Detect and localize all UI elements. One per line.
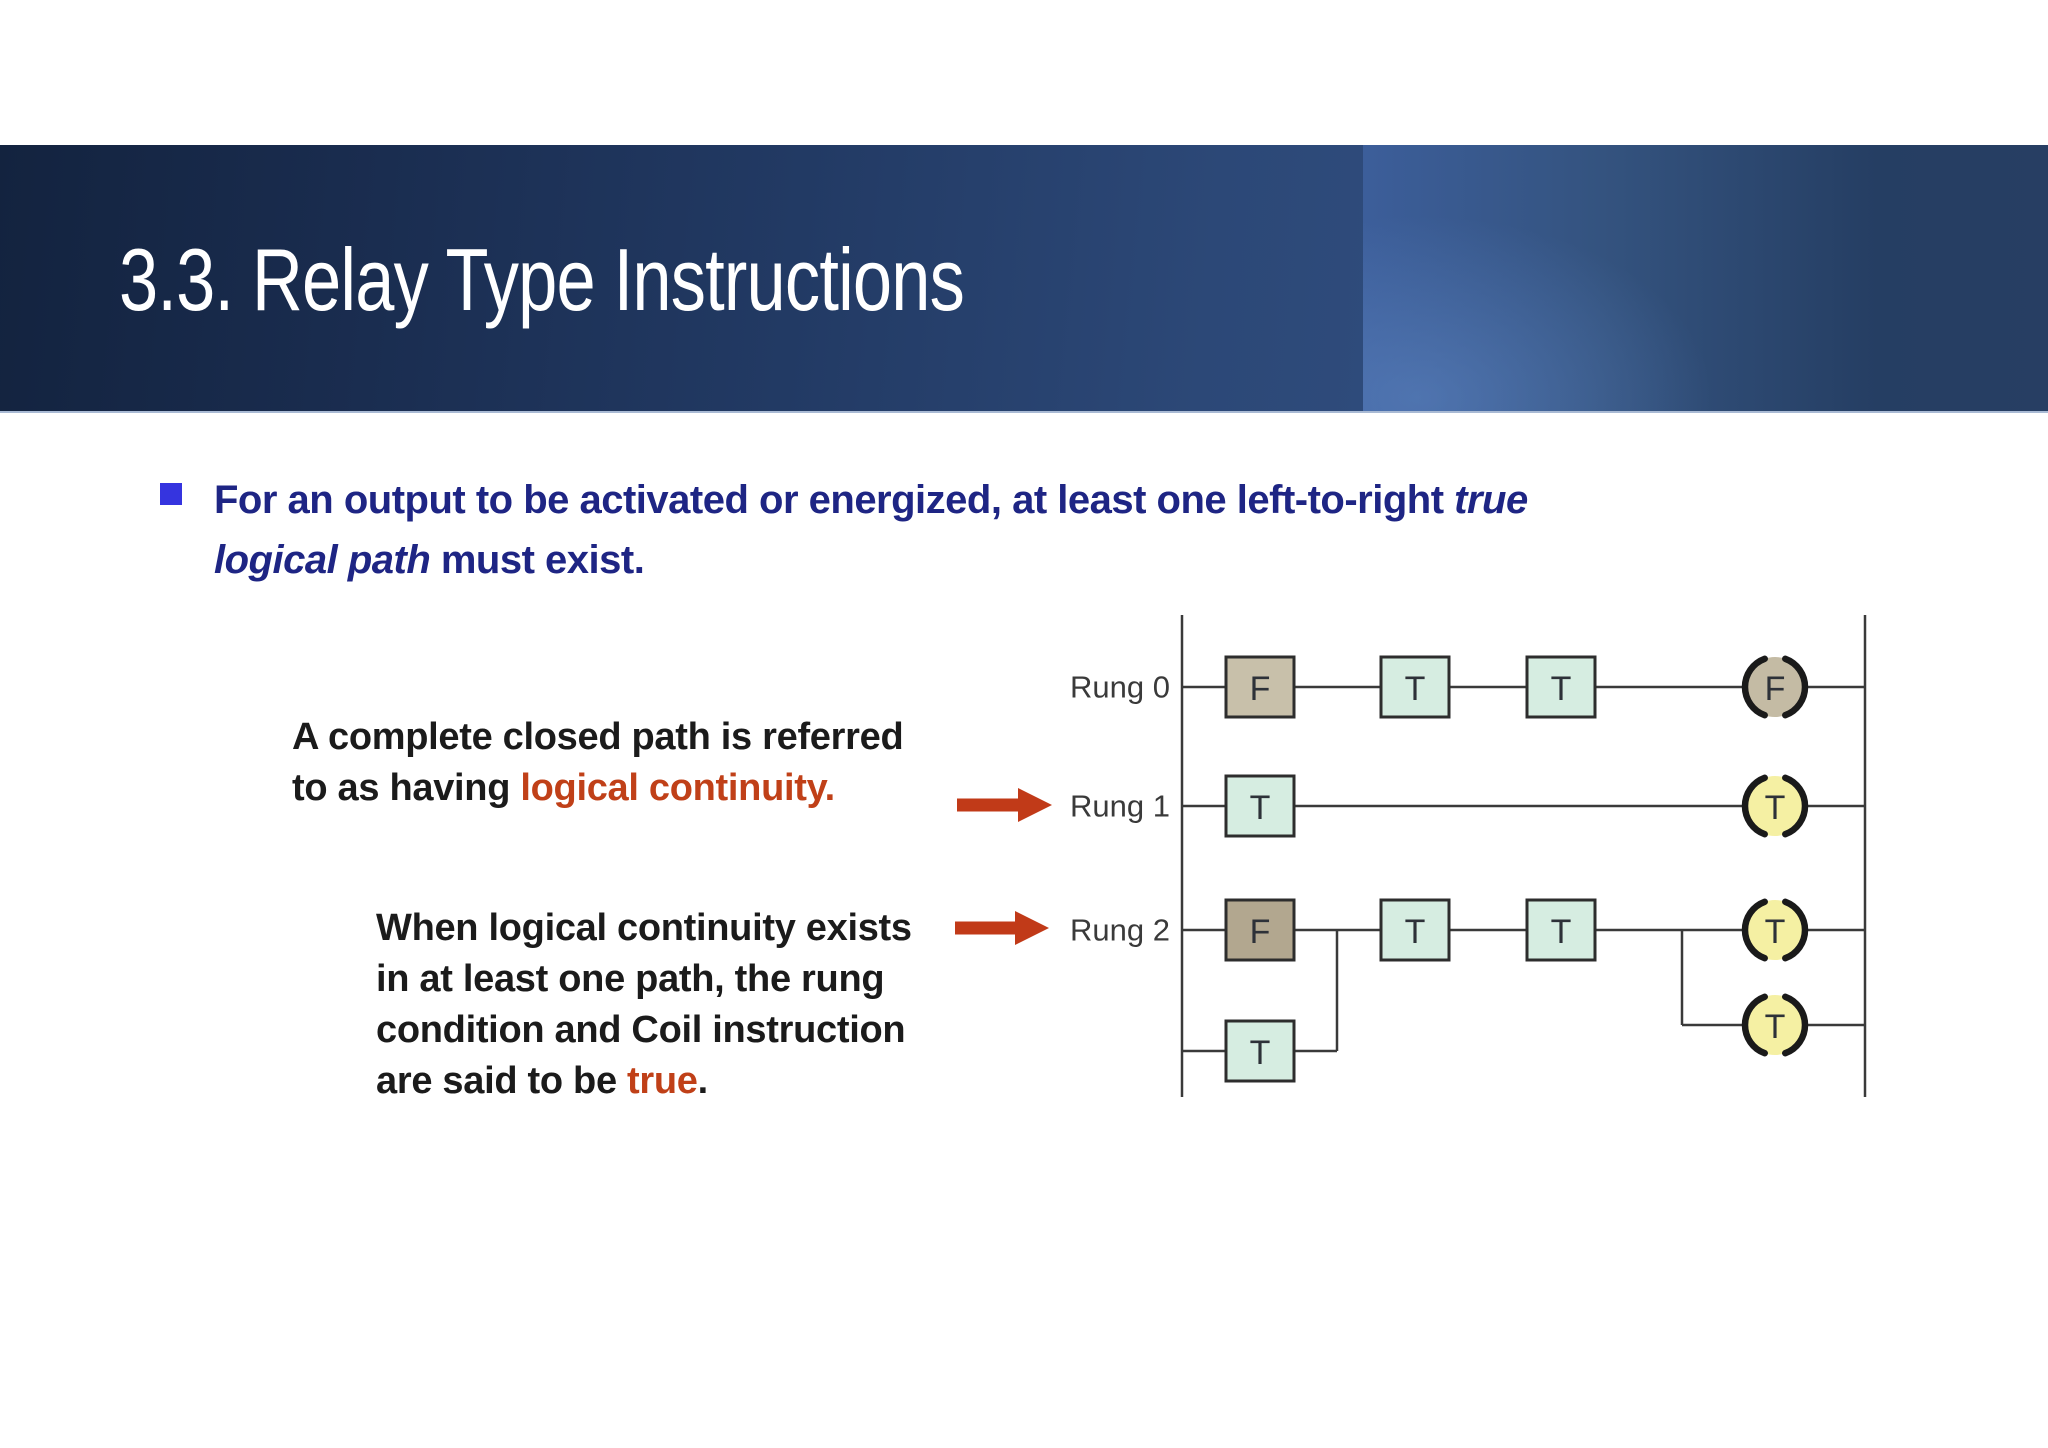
note2-line3: condition and Coil instruction <box>376 1009 906 1051</box>
contact-state-letter: F <box>1250 913 1271 951</box>
bullet-line2-italic: logical path <box>214 538 431 582</box>
coil-circle <box>1745 776 1805 836</box>
bullet-line2-text: must exist. <box>430 538 645 582</box>
note2-line1: When logical continuity exists <box>376 907 912 949</box>
coil-arc <box>1782 898 1809 962</box>
coil-arc <box>1741 655 1768 719</box>
coil-state-letter: T <box>1765 789 1786 827</box>
note2-line4-prefix: are said to be <box>376 1060 628 1102</box>
note2-highlight: true <box>627 1060 698 1102</box>
bullet-line1-italic: true <box>1454 478 1528 522</box>
right-arrow-icon <box>955 921 1015 935</box>
note1-highlight: logical continuity. <box>520 767 835 809</box>
contact-state-letter: T <box>1551 913 1572 951</box>
contact-box <box>1525 655 1597 719</box>
rung-label: Rung 1 <box>1070 789 1170 824</box>
note2-line4-suffix: . <box>697 1060 709 1102</box>
coil-arc <box>1782 993 1809 1057</box>
rung-label: Rung 0 <box>1070 670 1170 705</box>
contact-box <box>1379 655 1451 719</box>
banner-gradient-left <box>0 145 1363 411</box>
banner-gradient-right <box>1363 145 2048 411</box>
note1-line2-prefix: to as having <box>292 767 521 809</box>
note1-line1: A complete closed path is referred <box>292 716 904 758</box>
contact-state-letter: T <box>1250 789 1271 827</box>
ladder-diagram: Rung 0 Rung 1 Rung 2 F T T T F T T T F T T T <box>955 615 1867 1097</box>
coil-arc <box>1782 774 1809 838</box>
coil-state-letter: F <box>1765 670 1786 708</box>
contact-box <box>1525 898 1597 962</box>
contact-box <box>1224 774 1296 838</box>
contact-state-letter: F <box>1250 670 1271 708</box>
contact-state-letter: T <box>1551 670 1572 708</box>
contact-state-letter: T <box>1405 913 1426 951</box>
coil-circle <box>1745 900 1805 960</box>
rung-label: Rung 2 <box>1070 913 1170 948</box>
contact-box <box>1379 898 1451 962</box>
coil-arc <box>1741 898 1768 962</box>
note2-line2: in at least one path, the rung <box>376 958 885 1000</box>
coil-state-letter: T <box>1765 1008 1786 1046</box>
contact-box <box>1224 655 1296 719</box>
bullet-statement: For an output to be activated or energiz… <box>214 470 1934 590</box>
contact-box <box>1224 1019 1296 1083</box>
right-arrow-icon-head <box>1018 788 1052 822</box>
contact-state-letter: T <box>1250 1034 1271 1072</box>
right-arrow-icon-head <box>1015 911 1049 945</box>
bullet-square-icon <box>160 483 182 505</box>
coil-state-letter: T <box>1765 913 1786 951</box>
coil-circle <box>1745 657 1805 717</box>
coil-arc <box>1741 774 1768 838</box>
note-logical-continuity: A complete closed path is referred to as … <box>292 712 904 814</box>
slide-title: 3.3. Relay Type Instructions <box>119 230 965 329</box>
note-rung-condition: When logical continuity exists in at leas… <box>376 903 912 1107</box>
coil-circle <box>1745 995 1805 1055</box>
title-banner <box>0 145 2048 413</box>
contact-box <box>1224 898 1296 962</box>
bullet-line1-text: For an output to be activated or energiz… <box>214 478 1455 522</box>
coil-arc <box>1741 993 1768 1057</box>
contact-state-letter: T <box>1405 670 1426 708</box>
right-arrow-icon <box>957 798 1018 812</box>
coil-arc <box>1782 655 1809 719</box>
